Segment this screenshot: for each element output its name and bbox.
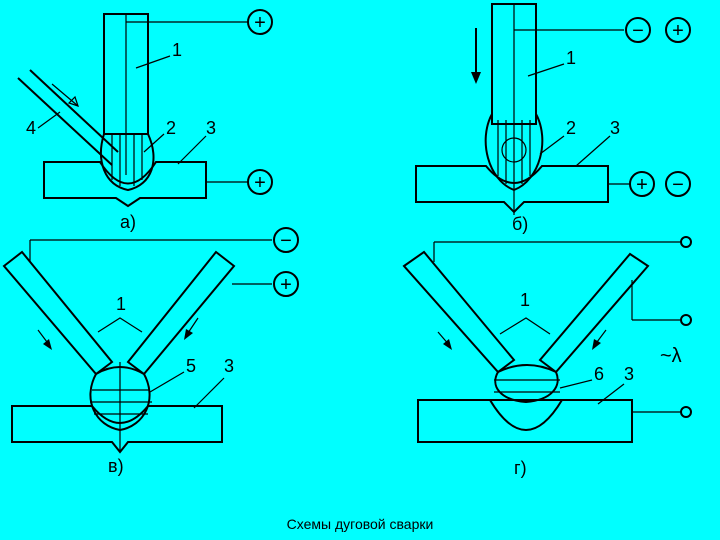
num-a-1: 1 bbox=[172, 40, 182, 60]
slide-caption: Схемы дуговой сварки bbox=[286, 516, 434, 532]
workpiece-b bbox=[415, 165, 609, 214]
workpiece-v bbox=[11, 405, 223, 454]
label-a: а) bbox=[120, 212, 136, 232]
terminal-b-electrode-plus bbox=[665, 17, 691, 43]
workpiece-a bbox=[43, 161, 207, 208]
terminal-b-workpiece-plus bbox=[629, 171, 655, 197]
sign-b-electrode-2: + bbox=[672, 20, 684, 42]
num-v-5: 5 bbox=[186, 356, 196, 376]
terminal-b-workpiece-minus bbox=[665, 171, 691, 197]
terminal-a-workpiece bbox=[247, 169, 273, 195]
num-b-3: 3 bbox=[610, 118, 620, 138]
sign-b-workpiece-1: + bbox=[636, 174, 648, 196]
sign-a-workpiece: + bbox=[254, 172, 266, 194]
sign-b-workpiece-2: − bbox=[672, 174, 684, 196]
weld-pool-g bbox=[489, 399, 563, 431]
num-g-6: 6 bbox=[594, 364, 604, 384]
sign-v-left: − bbox=[280, 230, 292, 252]
terminal-v-right bbox=[273, 271, 299, 297]
num-a-3: 3 bbox=[206, 118, 216, 138]
num-a-4: 4 bbox=[26, 118, 36, 138]
supply-g: ~λ bbox=[660, 345, 682, 367]
electrode-v-right bbox=[126, 250, 236, 376]
num-g-3: 3 bbox=[624, 364, 634, 384]
arc-g bbox=[494, 364, 559, 404]
num-a-2: 2 bbox=[166, 118, 176, 138]
sign-a-electrode: + bbox=[254, 12, 266, 34]
num-v-1: 1 bbox=[116, 294, 126, 314]
terminal-g-1 bbox=[680, 236, 692, 248]
terminal-g-3 bbox=[680, 406, 692, 418]
label-g: г) bbox=[514, 458, 527, 478]
num-b-2: 2 bbox=[566, 118, 576, 138]
label-b: б) bbox=[512, 214, 528, 234]
electrode-g-left bbox=[402, 250, 516, 374]
terminal-v-left bbox=[273, 227, 299, 253]
workpiece-g bbox=[417, 399, 633, 443]
arc-b bbox=[484, 113, 544, 192]
panel-a: + + 1 2 3 4 а) bbox=[17, 9, 273, 232]
terminal-b-electrode-minus bbox=[625, 17, 651, 43]
terminal-a-electrode bbox=[247, 9, 273, 35]
electrode-v-left bbox=[2, 250, 114, 376]
label-v: в) bbox=[108, 456, 124, 476]
num-g-1: 1 bbox=[520, 290, 530, 310]
sign-b-electrode-1: − bbox=[632, 20, 644, 42]
filler-rod-a bbox=[17, 77, 113, 166]
terminal-g-2 bbox=[680, 314, 692, 326]
sign-v-right: + bbox=[280, 274, 292, 296]
panel-b: − + + − 1 2 3 б) bbox=[415, 3, 691, 234]
num-v-3: 3 bbox=[224, 356, 234, 376]
panel-v: − + 1 5 3 в) bbox=[2, 227, 299, 476]
num-b-1: 1 bbox=[566, 48, 576, 68]
panel-g: ~λ 1 6 3 г) bbox=[402, 236, 692, 478]
